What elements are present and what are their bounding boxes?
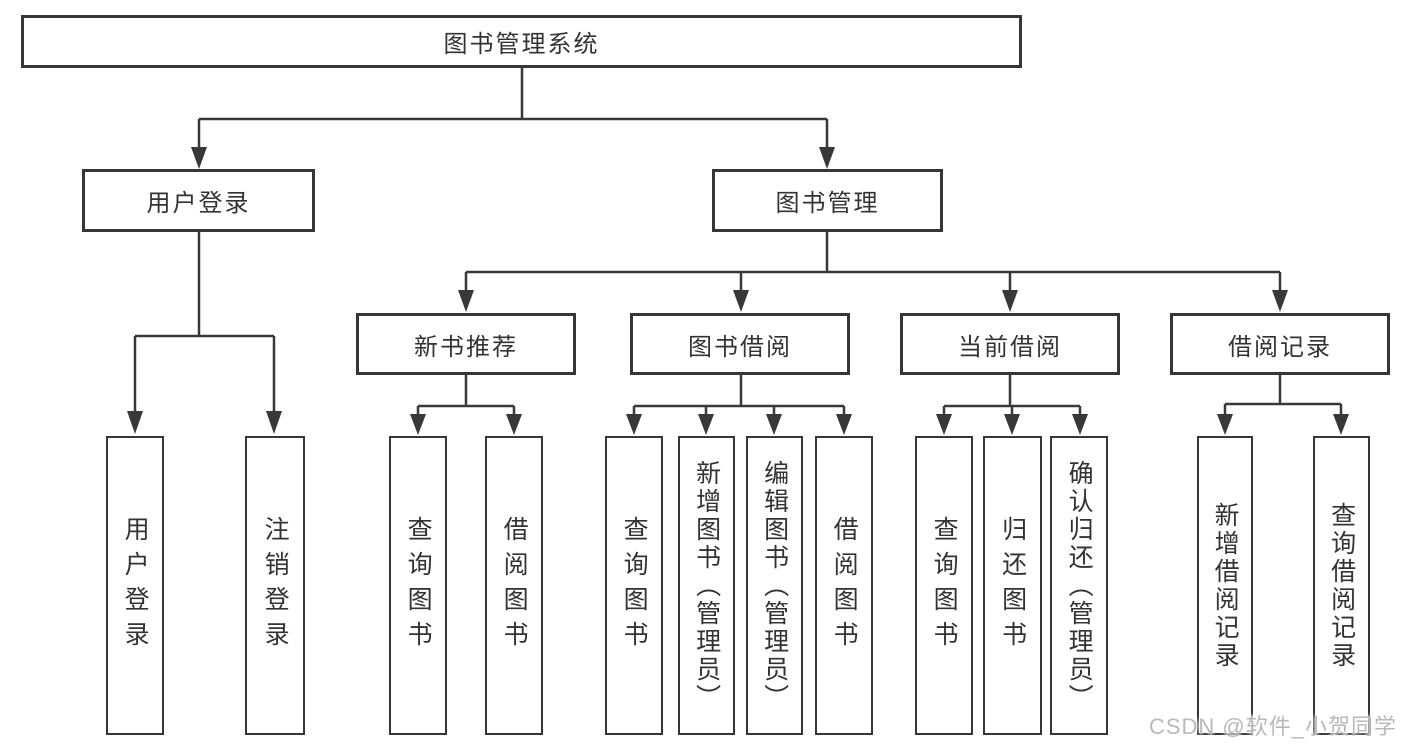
leaf-add-borrow-record: 新增借阅记录 xyxy=(1197,436,1253,735)
node-new-book-recommend-label: 新书推荐 xyxy=(414,333,518,361)
node-book-management: 图书管理 xyxy=(712,169,943,232)
connector-new-book-children xyxy=(416,375,516,416)
node-user-login: 用户登录 xyxy=(82,169,315,232)
node-root-label: 图书管理系统 xyxy=(443,31,600,58)
node-book-borrow: 图书借阅 xyxy=(630,313,850,375)
leaf-query-books-2-label: 查询图书 xyxy=(620,515,649,656)
leaf-query-books-3: 查询图书 xyxy=(915,436,973,735)
leaf-confirm-return-admin-label: 确认归还（管理员） xyxy=(1065,459,1094,712)
node-borrow-records: 借阅记录 xyxy=(1170,313,1390,375)
node-current-borrow-label: 当前借阅 xyxy=(958,333,1062,361)
node-root-library-system: 图书管理系统 xyxy=(21,15,1022,68)
leaf-user-login-label: 用户登录 xyxy=(121,515,150,656)
leaf-borrow-books-2-label: 借阅图书 xyxy=(830,515,859,656)
leaf-logout-label: 注销登录 xyxy=(261,515,290,656)
csdn-watermark: CSDN @软件_小贺同学 xyxy=(1148,714,1397,739)
leaf-query-books-2: 查询图书 xyxy=(605,436,663,735)
leaf-borrow-books-1: 借阅图书 xyxy=(485,436,543,735)
connector-current-borrow-children xyxy=(942,375,1082,416)
leaf-add-borrow-record-label: 新增借阅记录 xyxy=(1211,501,1240,670)
leaf-edit-book-admin: 编辑图书（管理员） xyxy=(746,436,803,735)
leaf-query-borrow-record: 查询借阅记录 xyxy=(1313,436,1370,735)
node-book-borrow-label: 图书借阅 xyxy=(688,333,792,361)
leaf-query-books-1: 查询图书 xyxy=(389,436,447,735)
leaf-confirm-return-admin: 确认归还（管理员） xyxy=(1050,436,1108,735)
leaf-add-book-admin-label: 新增图书（管理员） xyxy=(692,459,721,712)
leaf-query-books-3-label: 查询图书 xyxy=(930,515,959,656)
connector-user-login-children xyxy=(133,232,276,413)
leaf-add-book-admin: 新增图书（管理员） xyxy=(678,436,735,735)
leaf-user-login: 用户登录 xyxy=(106,436,164,735)
leaf-return-book-label: 归还图书 xyxy=(998,515,1027,656)
connector-root-to-level2 xyxy=(197,68,829,149)
connector-borrow-records-children xyxy=(1223,375,1343,416)
node-book-management-label: 图书管理 xyxy=(775,190,880,217)
leaf-query-books-1-label: 查询图书 xyxy=(404,515,433,656)
connector-book-borrow-children xyxy=(632,375,846,416)
leaf-query-borrow-record-label: 查询借阅记录 xyxy=(1327,501,1356,670)
leaf-logout: 注销登录 xyxy=(245,436,305,735)
leaf-borrow-books-2: 借阅图书 xyxy=(815,436,873,735)
leaf-borrow-books-1-label: 借阅图书 xyxy=(500,515,529,656)
node-new-book-recommend: 新书推荐 xyxy=(356,313,576,375)
node-user-login-label: 用户登录 xyxy=(146,190,251,217)
node-current-borrow: 当前借阅 xyxy=(900,313,1120,375)
leaf-return-book: 归还图书 xyxy=(983,436,1042,735)
node-borrow-records-label: 借阅记录 xyxy=(1228,333,1332,361)
connector-book-management-children xyxy=(464,232,1282,292)
leaf-edit-book-admin-label: 编辑图书（管理员） xyxy=(760,459,789,712)
